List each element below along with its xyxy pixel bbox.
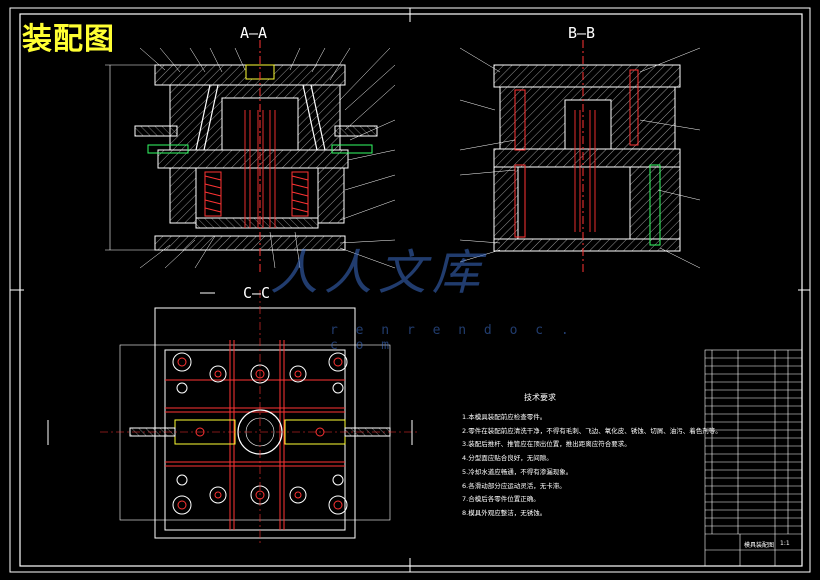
drawing-title: 装配图 <box>22 22 115 57</box>
aa-angled-lifters <box>195 84 326 151</box>
section-bb-label: B—B <box>568 24 596 42</box>
bb-return-pin <box>514 164 526 238</box>
technical-requirement-item: 7.合模后各零件位置正确。 <box>462 495 540 504</box>
bb-guide-bush <box>629 69 639 146</box>
technical-requirement-item: 6.各滑动部分应运动灵活，无卡滞。 <box>462 481 566 490</box>
aa-spacer-right <box>317 167 345 224</box>
aa-bottom-clamp-plate <box>154 235 346 251</box>
bb-core-plate <box>493 148 681 168</box>
section-aa-drawing <box>105 40 396 272</box>
title-block-table <box>704 349 803 567</box>
bb-spacer-left <box>493 166 519 240</box>
bb-leader-lines <box>459 47 701 269</box>
aa-side-core-right <box>334 125 378 137</box>
aa-side-core-left <box>134 125 178 137</box>
section-aa-label: A—A <box>240 24 268 42</box>
aa-cooling-right <box>331 144 373 154</box>
technical-requirement-item: 1.本模具装配前应检查零件。 <box>462 413 547 421</box>
technical-requirements: 技术要求 1.本模具装配前应检查零件。 2.零件在装配前应清洗干净，不得有毛刺、… <box>462 392 722 521</box>
section-cc-label: C—C <box>243 284 271 302</box>
aa-cooling-left <box>147 144 189 154</box>
bb-spacer-right <box>629 166 681 240</box>
title-block-name: 模具装配图 <box>744 542 775 549</box>
cc-cooling-lines <box>165 340 345 530</box>
technical-requirement-item: 2.零件在装配前应清洗干净，不得有毛刺、飞边、氧化皮、锈蚀、切屑、油污、着色剂等… <box>462 426 722 435</box>
cc-outer-plate <box>154 307 356 539</box>
section-bb-drawing <box>459 40 701 272</box>
technical-requirement-item: 5.冷却水道应畅通，不得有渗漏现象。 <box>462 467 573 476</box>
technical-requirement-item: 3.装配后推杆、推管应在顶出位置，推出距离应符合要求。 <box>462 440 631 449</box>
section-cc-drawing <box>47 290 420 545</box>
bb-cavity <box>564 99 612 150</box>
title-block-ratio: 1:1 <box>780 540 790 547</box>
bb-bottom-clamp-plate <box>493 238 681 252</box>
technical-requirement-item: 4.分型面应贴合良好，无间隙。 <box>462 454 553 463</box>
bb-cooling-channel <box>649 164 661 246</box>
aa-leader-lines <box>139 47 396 269</box>
aa-ejector-plate <box>195 217 319 229</box>
aa-ejector-pins <box>244 110 276 228</box>
technical-requirement-item: 8.模具外观应整洁，无锈蚀。 <box>462 508 547 517</box>
technical-requirements-title: 技术要求 <box>524 393 556 402</box>
aa-springs <box>204 171 309 217</box>
bb-top-clamp-plate <box>493 64 681 88</box>
bb-ejector-pins <box>574 110 596 232</box>
bb-guide-pin <box>514 89 526 151</box>
aa-spacer-left <box>169 167 197 224</box>
